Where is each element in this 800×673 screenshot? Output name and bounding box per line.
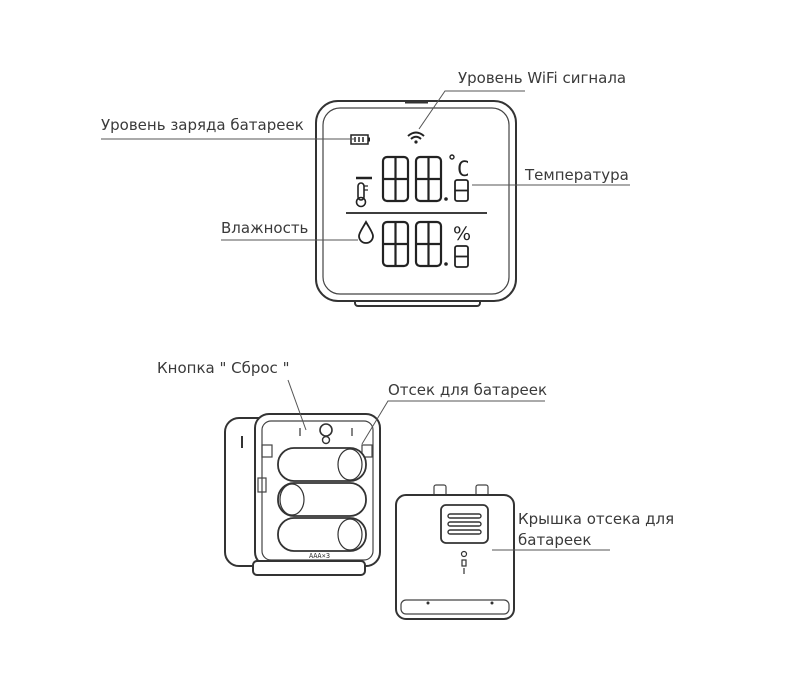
label-temperature: Температура — [524, 166, 629, 184]
label-wifi-level: Уровень WiFi сигнала — [458, 69, 626, 87]
temperature-digit-1 — [381, 155, 410, 203]
callout-battery-compartment: Отсек для батареек — [361, 381, 547, 445]
label-humidity: Влажность — [221, 219, 308, 237]
callout-temperature: Температура — [472, 166, 630, 186]
callout-battery: Уровень заряда батареек — [101, 116, 356, 140]
reset-hole-icon — [319, 423, 333, 445]
battery-cover — [395, 484, 515, 620]
temperature-digit-2 — [414, 155, 443, 203]
temperature-unit: C — [457, 157, 470, 181]
callout-wifi: Уровень WiFi сигнала — [418, 69, 626, 130]
humidity-unit: % — [453, 223, 471, 245]
label-battery-cover-line2: батареек — [518, 531, 591, 549]
label-reset-button: Кнопка " Сброс " — [157, 359, 289, 377]
front-view-device: C % — [315, 100, 517, 307]
callout-battery-cover: Крышка отсека для батареек — [492, 510, 674, 551]
rear-view-device-open: AAA×3 — [224, 413, 381, 576]
humidity-digit-1 — [381, 220, 410, 268]
temperature-digit-small — [454, 179, 469, 202]
battery-cell-2 — [277, 482, 367, 517]
humidity-digit-2 — [414, 220, 443, 268]
humidity-decimal-point — [444, 262, 448, 266]
callout-reset-button: Кнопка " Сброс " — [157, 359, 307, 431]
label-battery-compartment: Отсек для батареек — [388, 381, 547, 399]
label-battery-cover-line1: Крышка отсека для — [518, 510, 674, 528]
label-battery-level: Уровень заряда батареек — [101, 116, 304, 134]
battery-cell-3 — [277, 517, 367, 552]
wifi-signal-icon — [407, 131, 425, 144]
battery-marking: AAA×3 — [309, 552, 330, 560]
humidity-digit-small — [454, 245, 469, 268]
temperature-decimal-point — [444, 197, 448, 201]
battery-cell-1 — [277, 447, 367, 482]
hanger-icon — [460, 550, 468, 574]
thermometer-icon — [355, 182, 368, 208]
callout-humidity: Влажность — [221, 219, 358, 241]
water-drop-icon — [358, 220, 374, 244]
degree-icon — [449, 154, 455, 160]
cover-grip[interactable] — [440, 504, 489, 544]
